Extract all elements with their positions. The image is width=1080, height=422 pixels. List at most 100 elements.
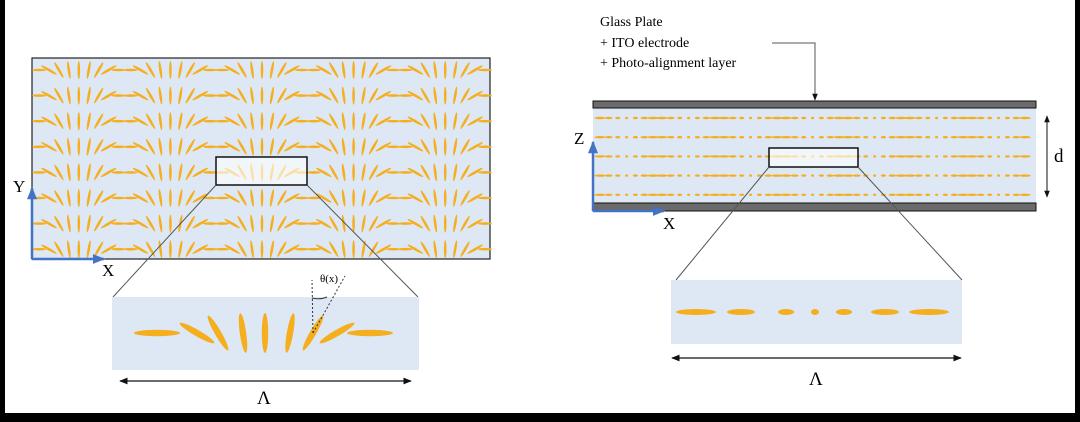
lc-molecule <box>997 116 1001 120</box>
lc-molecule <box>306 196 321 200</box>
lc-molecule <box>77 112 81 131</box>
lc-molecule <box>41 193 57 203</box>
lc-molecule <box>950 116 959 120</box>
lc-molecule <box>77 189 81 207</box>
lc-molecule <box>997 155 1001 158</box>
lc-molecule <box>375 167 392 178</box>
lc-molecule <box>677 174 683 177</box>
lc-molecule <box>123 68 138 72</box>
lc-molecule <box>86 240 91 259</box>
lc-molecule <box>687 193 691 196</box>
lc-molecule <box>925 193 931 196</box>
lc-molecule <box>329 138 339 155</box>
lc-molecule <box>32 171 46 174</box>
lc-molecule <box>169 214 172 233</box>
lc-molecule <box>729 136 737 139</box>
lc-molecule <box>375 90 392 101</box>
top-glass-plate <box>592 100 1037 109</box>
lc-molecule <box>277 87 287 104</box>
lc-molecule <box>833 116 845 120</box>
lc-molecule <box>203 68 218 72</box>
lc-molecule <box>237 241 247 258</box>
lc-molecule <box>169 240 172 259</box>
lc-molecule <box>915 116 923 120</box>
lc-molecule <box>895 174 907 177</box>
lc-molecule <box>67 240 71 259</box>
lc-molecule <box>67 61 71 79</box>
lc-molecule <box>826 193 835 196</box>
lc-molecule <box>329 87 339 104</box>
lc-molecule <box>224 244 240 254</box>
lc-molecule <box>935 116 939 120</box>
lc-molecule <box>871 309 899 315</box>
lc-molecule <box>1004 116 1010 120</box>
lc-molecule <box>764 136 773 139</box>
lc-molecule <box>329 241 339 258</box>
lc-molecule <box>853 136 861 139</box>
lc-molecule <box>145 62 156 78</box>
lc-molecule <box>467 193 483 203</box>
lc-molecule <box>224 193 240 203</box>
lc-molecule <box>111 145 126 149</box>
lc-molecule <box>687 136 691 139</box>
lc-molecule <box>169 86 172 105</box>
lc-molecule <box>100 90 117 101</box>
zoom-line <box>112 184 217 298</box>
lc-molecule <box>694 116 700 120</box>
director-angle-line <box>312 275 346 334</box>
lc-molecule <box>250 137 254 156</box>
lc-molecule <box>178 240 183 259</box>
lc-molecule <box>237 190 247 206</box>
lc-molecule <box>123 196 138 200</box>
lc-molecule <box>315 142 332 152</box>
lc-molecule <box>294 145 309 149</box>
lc-molecule <box>957 174 969 177</box>
lc-molecule <box>260 240 264 259</box>
lc-molecule <box>709 155 721 158</box>
lc-molecule <box>237 138 247 155</box>
lc-molecule <box>780 116 792 120</box>
lc-molecule <box>284 116 300 126</box>
lc-molecule <box>306 68 321 72</box>
lc-molecule <box>656 155 668 158</box>
lc-molecule <box>269 112 274 131</box>
lc-molecule <box>192 167 209 178</box>
lc-molecule <box>749 193 753 196</box>
lc-molecule <box>709 174 721 177</box>
lc-molecule <box>443 112 447 131</box>
lc-molecule <box>375 218 392 229</box>
lc-molecule <box>352 112 355 131</box>
lc-molecule <box>269 86 274 105</box>
lc-molecule <box>203 247 218 251</box>
lc-molecule <box>111 68 126 72</box>
lc-molecule <box>977 174 985 177</box>
lc-molecule <box>132 90 149 101</box>
lc-molecule <box>158 137 163 156</box>
lc-molecule <box>977 193 985 196</box>
lc-molecule <box>306 94 321 97</box>
lc-molecule <box>203 171 218 174</box>
lc-molecule <box>818 174 824 177</box>
lc-molecule <box>203 222 218 225</box>
lc-molecule <box>407 244 424 254</box>
lc-molecule <box>386 145 401 149</box>
lc-molecule <box>1004 174 1010 177</box>
lc-molecule <box>433 61 438 79</box>
lc-molecule <box>158 214 163 233</box>
lc-molecule <box>306 145 321 149</box>
lc-molecule <box>111 171 126 174</box>
lc-molecule <box>1004 193 1010 196</box>
lc-molecule <box>215 119 230 123</box>
lc-molecule <box>420 87 430 104</box>
lc-molecule <box>749 174 753 177</box>
lc-molecule <box>764 174 773 177</box>
lc-molecule <box>123 94 138 97</box>
lc-molecule <box>957 193 969 196</box>
x-axis-label: X <box>102 261 114 280</box>
lc-molecule <box>94 138 104 155</box>
lc-molecule <box>895 116 907 120</box>
lc-molecule <box>935 155 939 158</box>
lc-molecule <box>192 116 209 126</box>
lc-molecule <box>594 116 606 120</box>
lc-molecule <box>640 136 649 139</box>
